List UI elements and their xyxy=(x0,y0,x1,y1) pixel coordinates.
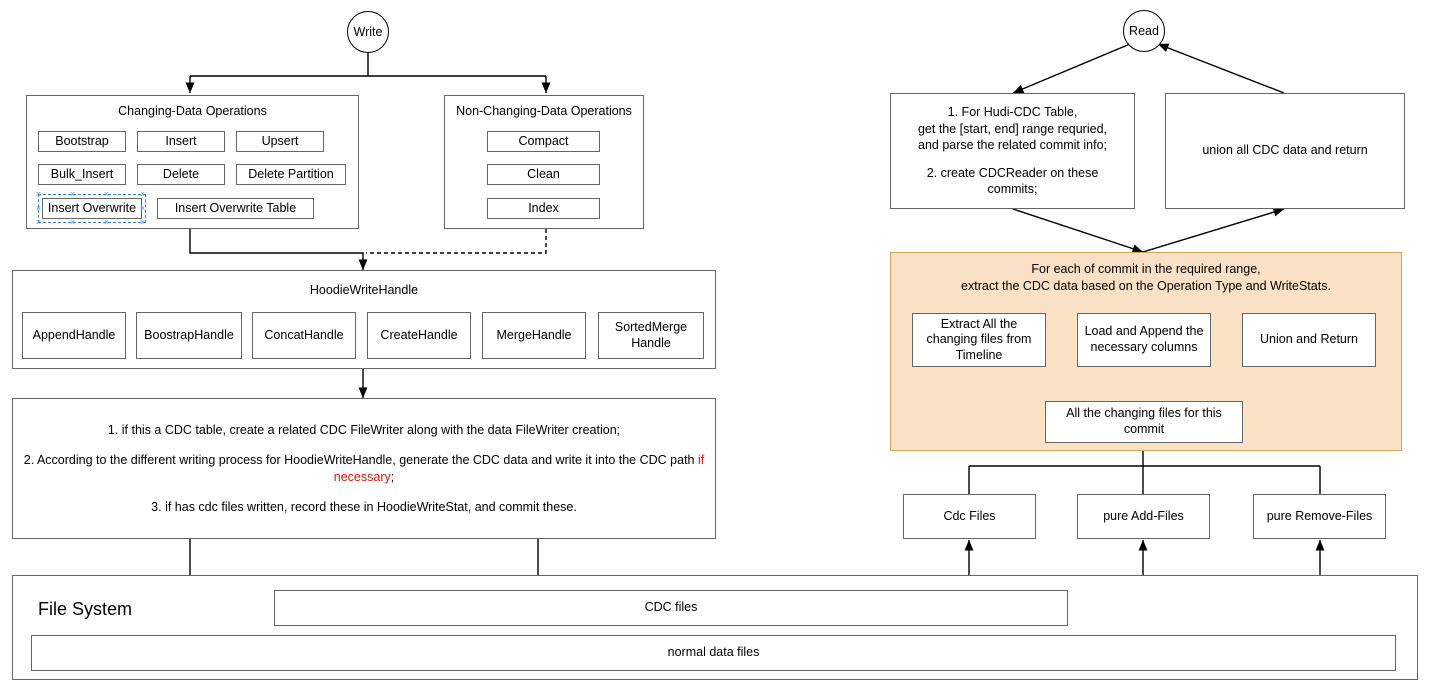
handle-merge-label: MergeHandle xyxy=(496,327,572,342)
load-append-columns-label: Load and Append the necessary columns xyxy=(1084,324,1204,354)
load-append-columns-box[interactable]: Load and Append the necessary columns xyxy=(1077,313,1211,367)
handle-bootstrap-label: BoostrapHandle xyxy=(144,327,234,342)
handle-create[interactable]: CreateHandle xyxy=(367,312,471,359)
operation-insert-overwrite[interactable]: Insert Overwrite xyxy=(42,198,142,219)
operation-upsert-label: Upsert xyxy=(261,133,299,148)
selection-handle-sw[interactable] xyxy=(35,219,42,226)
selection-handle-n1[interactable] xyxy=(69,191,76,198)
write-start-label: Write xyxy=(353,25,383,39)
write-note-2-suffix: ; xyxy=(390,469,395,484)
read-start-label: Read xyxy=(1129,24,1159,38)
operation-clean[interactable]: Clean xyxy=(487,164,600,185)
operation-insert[interactable]: Insert xyxy=(137,131,225,152)
operation-delete-partition[interactable]: Delete Partition xyxy=(236,164,346,185)
read-prepare-box[interactable]: 1. For Hudi-CDC Table, get the [start, e… xyxy=(890,93,1135,209)
read-prepare-line-2: get the [start, end] range requried, xyxy=(917,121,1107,136)
selection-handle-nw[interactable] xyxy=(35,191,42,198)
selection-handle-s2[interactable] xyxy=(103,219,110,226)
selection-handle-ne[interactable] xyxy=(139,191,146,198)
write-note-1: 1. if this a CDC table, create a related… xyxy=(107,423,621,437)
handle-sorted-merge-label: SortedMerge Handle xyxy=(614,319,688,350)
operation-delete[interactable]: Delete xyxy=(137,164,225,185)
operation-insert-label: Insert xyxy=(165,133,197,148)
selection-handle-w[interactable] xyxy=(35,205,42,212)
pure-add-files-box[interactable]: pure Add-Files xyxy=(1077,494,1210,539)
operation-delete-partition-label: Delete Partition xyxy=(248,166,334,181)
read-start-terminal[interactable]: Read xyxy=(1123,10,1165,52)
extract-changing-files-label: Extract All the changing files from Time… xyxy=(926,316,1032,362)
non-changing-data-operations-group[interactable]: Non-Changing-Data Operations xyxy=(444,95,644,229)
per-commit-panel-title-line1: For each of commit in the required range… xyxy=(1031,262,1261,276)
operation-index-label: Index xyxy=(528,200,559,215)
selection-handle-s1[interactable] xyxy=(69,219,76,226)
changing-data-operations-title: Changing-Data Operations xyxy=(118,104,267,118)
operation-clean-label: Clean xyxy=(527,166,560,181)
union-and-return-label: Union and Return xyxy=(1260,332,1358,347)
handle-concat[interactable]: ConcatHandle xyxy=(252,312,356,359)
operation-bootstrap[interactable]: Bootstrap xyxy=(38,131,126,152)
file-system-label: File System xyxy=(38,599,133,619)
cdc-files-store-label: CDC files xyxy=(644,600,698,615)
pure-remove-files-box[interactable]: pure Remove-Files xyxy=(1253,494,1386,539)
cdc-files-store[interactable]: CDC files xyxy=(274,590,1068,626)
non-changing-data-operations-title: Non-Changing-Data Operations xyxy=(456,104,632,118)
operation-bulk-insert[interactable]: Bulk_Insert xyxy=(38,164,126,185)
write-note-2-prefix: 2. According to the different writing pr… xyxy=(23,453,698,468)
handle-bootstrap[interactable]: BoostrapHandle xyxy=(136,312,242,359)
read-prepare-line-4: 2. create CDCReader on these xyxy=(926,166,1099,181)
cdc-files-box[interactable]: Cdc Files xyxy=(903,494,1036,539)
read-prepare-line-1: 1. For Hudi-CDC Table, xyxy=(947,105,1078,120)
per-commit-panel-title: For each of commit in the required range… xyxy=(891,261,1401,295)
write-start-terminal[interactable]: Write xyxy=(347,11,389,53)
handle-append[interactable]: AppendHandle xyxy=(22,312,126,359)
write-note-3: 3. if has cdc files written, record thes… xyxy=(151,499,577,514)
handle-create-label: CreateHandle xyxy=(380,327,458,342)
normal-data-files-store[interactable]: normal data files xyxy=(31,635,1396,671)
all-changing-files-commit-label: All the changing files for this commit xyxy=(1066,406,1222,436)
operation-insert-overwrite-table-label: Insert Overwrite Table xyxy=(174,200,297,215)
write-notes-block: 1. if this a CDC table, create a related… xyxy=(12,398,716,539)
handle-append-label: AppendHandle xyxy=(32,327,116,342)
per-commit-panel-title-line2: extract the CDC data based on the Operat… xyxy=(961,278,1331,293)
all-changing-files-commit-box[interactable]: All the changing files for this commit xyxy=(1045,401,1243,443)
read-prepare-line-3: and parse the related commit info; xyxy=(918,137,1107,152)
union-and-return-box[interactable]: Union and Return xyxy=(1242,313,1376,367)
handle-merge[interactable]: MergeHandle xyxy=(482,312,586,359)
operation-insert-overwrite-label: Insert Overwrite xyxy=(47,200,137,215)
selection-handle-e[interactable] xyxy=(139,205,146,212)
operation-upsert[interactable]: Upsert xyxy=(236,131,324,152)
extract-changing-files-box[interactable]: Extract All the changing files from Time… xyxy=(912,313,1046,367)
hoodie-write-handle-title: HoodieWriteHandle xyxy=(309,283,419,297)
selection-handle-se[interactable] xyxy=(139,219,146,226)
read-prepare-line-5: commits; xyxy=(987,182,1038,197)
operation-bootstrap-label: Bootstrap xyxy=(55,133,109,148)
pure-remove-files-box-label: pure Remove-Files xyxy=(1266,508,1373,523)
union-all-cdc-label: union all CDC data and return xyxy=(1202,143,1368,158)
write-note-2: 2. According to the different writing pr… xyxy=(23,452,705,485)
union-all-cdc-box[interactable]: union all CDC data and return xyxy=(1165,93,1405,209)
cdc-files-box-label: Cdc Files xyxy=(943,508,996,523)
operation-index[interactable]: Index xyxy=(487,198,600,219)
selection-handle-n2[interactable] xyxy=(103,191,110,198)
operation-insert-overwrite-table[interactable]: Insert Overwrite Table xyxy=(157,198,314,219)
handle-sorted-merge[interactable]: SortedMerge Handle xyxy=(598,312,704,359)
pure-add-files-box-label: pure Add-Files xyxy=(1103,508,1184,523)
operation-delete-label: Delete xyxy=(162,166,200,181)
write-note-2-emphasis: if necessary xyxy=(333,453,705,484)
operation-compact[interactable]: Compact xyxy=(487,131,600,152)
operation-bulk-insert-label: Bulk_Insert xyxy=(50,166,114,181)
normal-data-files-store-label: normal data files xyxy=(667,645,760,660)
operation-compact-label: Compact xyxy=(518,133,569,148)
handle-concat-label: ConcatHandle xyxy=(264,327,344,342)
